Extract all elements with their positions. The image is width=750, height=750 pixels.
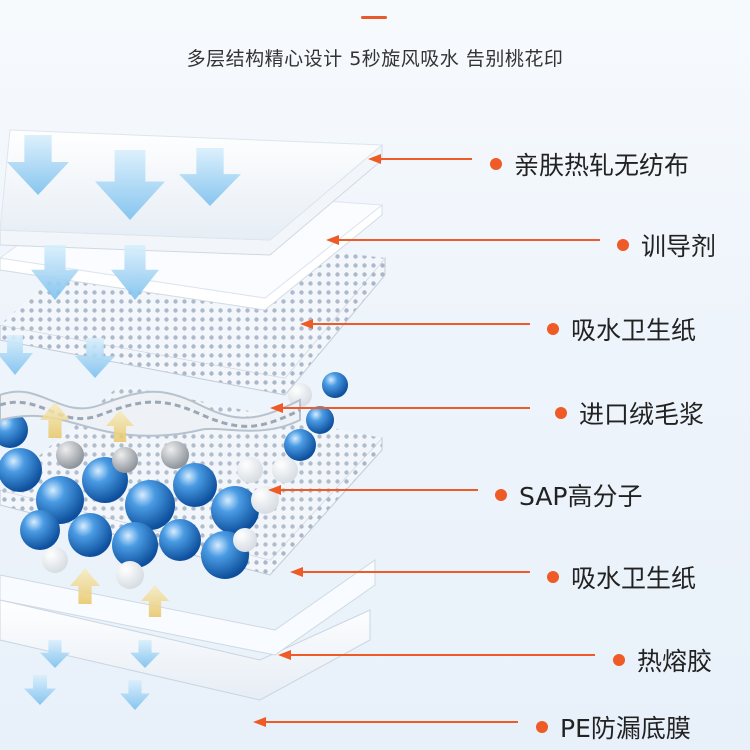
down-arrow-6 (75, 338, 115, 378)
sap-bead-21 (272, 457, 298, 483)
layer-label-row: SAP高分子 (495, 477, 643, 513)
sap-bead-0 (0, 448, 42, 492)
leader-arrowhead-3 (270, 403, 283, 413)
sap-bead-4 (173, 463, 217, 507)
layer-label: SAP高分子 (519, 482, 643, 511)
sap-bead-14 (237, 457, 263, 483)
sap-bead-22 (0, 412, 28, 448)
hot-melt-sheet (0, 559, 376, 656)
down-arrow-7 (40, 640, 70, 668)
sap-bead-12 (112, 447, 138, 473)
sap-bead-8 (112, 522, 158, 568)
layer-label: PE防漏底膜 (560, 714, 691, 743)
sap-bead-24 (322, 372, 348, 398)
bullet-dot (617, 239, 629, 251)
callout-lines (253, 154, 600, 727)
leader-arrowhead-2 (300, 319, 313, 329)
sap-bead-16 (42, 547, 68, 573)
sap-bead-20 (306, 406, 334, 434)
down-arrow-2 (179, 148, 241, 206)
down-arrow-8 (130, 640, 160, 668)
sap-bead-23 (288, 383, 312, 407)
up-arrow-0 (40, 402, 70, 438)
down-arrow-4 (111, 245, 159, 300)
leader-arrowhead-4 (268, 485, 281, 495)
sap-bead-3 (125, 480, 175, 530)
down-arrow-0 (7, 135, 69, 195)
bullet-dot (555, 407, 567, 419)
down-arrow-10 (120, 680, 150, 710)
sap-bead-6 (20, 510, 60, 550)
layer-label: 吸水卫生纸 (571, 316, 697, 345)
layer-label-row: 吸水卫生纸 (547, 311, 696, 347)
sap-bead-17 (116, 561, 144, 589)
bullet-dot (547, 323, 559, 335)
leader-arrowhead-6 (278, 650, 291, 660)
page-subtitle: 多层结构精心设计 5秒旋风吸水 告别桃花印 (186, 48, 564, 70)
layer-label-row: 进口绒毛浆 (555, 395, 704, 431)
down-arrow-9 (24, 675, 56, 705)
up-flow-arrows (40, 402, 169, 617)
leader-arrowhead-5 (290, 567, 303, 577)
layer-label-row: 亲肤热轧无纺布 (490, 146, 689, 182)
sap-bead-19 (284, 429, 316, 461)
layer-label: 吸水卫生纸 (571, 564, 697, 593)
sap-bead-11 (56, 441, 84, 469)
layer-label: 训导剂 (641, 232, 717, 261)
up-arrow-1 (106, 410, 134, 442)
down-arrow-1 (95, 150, 165, 220)
layer-label-row: 吸水卫生纸 (547, 559, 696, 595)
layer-label: 亲肤热轧无纺布 (514, 151, 690, 180)
leader-arrowhead-0 (368, 154, 381, 164)
down-flow-arrows (0, 135, 241, 710)
sap-bead-cluster (0, 372, 348, 589)
sap-bead-9 (159, 519, 201, 561)
sap-bead-7 (68, 513, 112, 557)
pe-film-sheet (0, 599, 371, 701)
bullet-dot (495, 489, 507, 501)
leader-arrowhead-7 (253, 717, 266, 727)
sap-bead-5 (211, 486, 259, 534)
layer-label: 进口绒毛浆 (579, 400, 705, 429)
sap-bead-13 (161, 441, 189, 469)
layer-label-row: PE防漏底膜 (536, 709, 691, 745)
down-arrow-5 (0, 335, 33, 375)
bullet-dot (536, 721, 548, 733)
sap-bead-15 (251, 486, 279, 514)
bullet-dot (490, 158, 502, 170)
up-arrow-3 (141, 585, 169, 617)
layer-label-row: 热熔胶 (613, 642, 712, 678)
leader-arrowhead-1 (326, 235, 339, 245)
sap-bead-18 (233, 528, 257, 552)
up-arrow-2 (70, 568, 100, 604)
layer-label-row: 训导剂 (617, 227, 716, 263)
layer-label: 热熔胶 (637, 647, 713, 676)
title-accent-bar (361, 16, 387, 19)
down-arrow-3 (31, 245, 79, 300)
bullet-dot (547, 571, 559, 583)
bullet-dot (613, 654, 625, 666)
